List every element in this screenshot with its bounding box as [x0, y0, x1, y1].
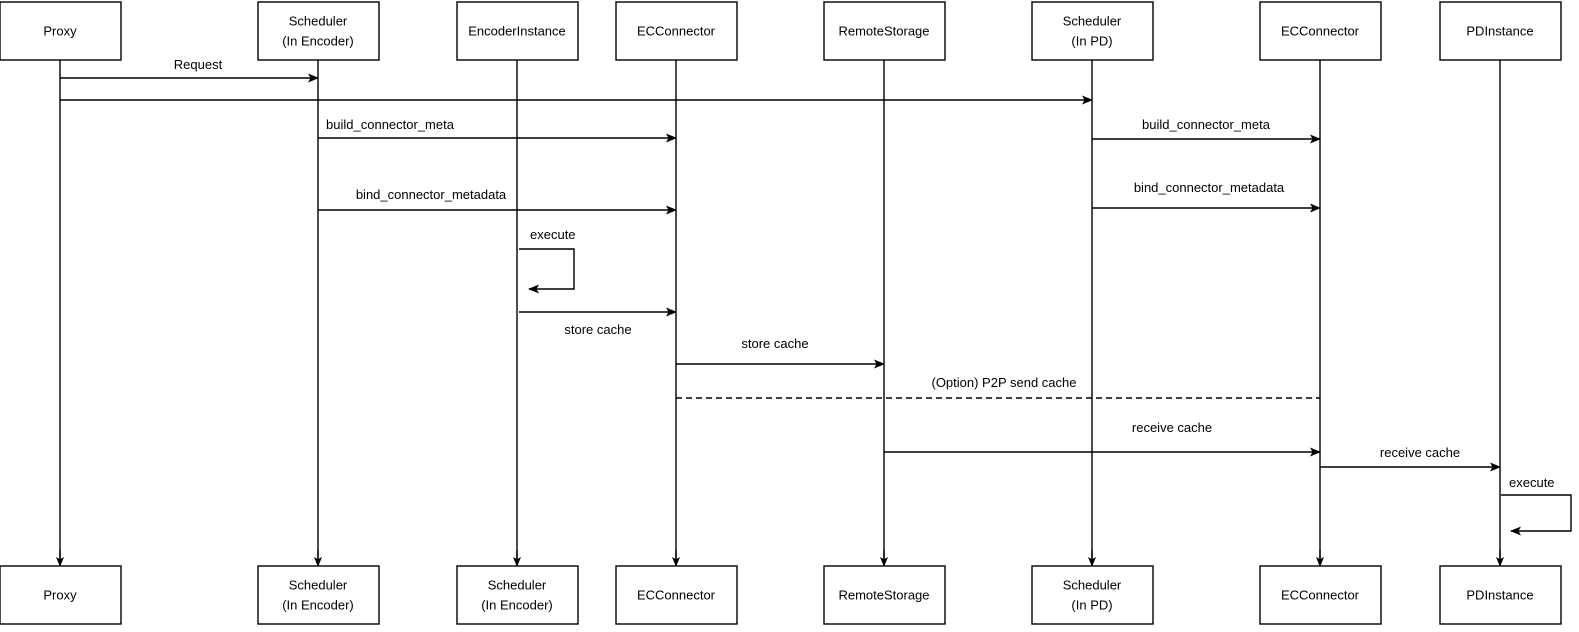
message-label: receive cache [1380, 445, 1460, 460]
participant-label-line1: EncoderInstance [468, 23, 566, 38]
message-m6[interactable]: bind_connector_metadata [1092, 180, 1321, 213]
participant-box [615, 1, 738, 61]
self-message-loop [1501, 494, 1572, 536]
participant-box [1031, 1, 1154, 61]
bottom-participant-sched-enc-b2[interactable]: Scheduler (In Encoder) [456, 565, 579, 625]
participant-box [1439, 1, 1562, 61]
message-m4[interactable]: build_connector_meta [1092, 117, 1321, 144]
participant-box [257, 1, 380, 61]
self-message-label: execute [1509, 475, 1555, 490]
top-participant-sched-enc[interactable]: Scheduler (In Encoder) [257, 1, 380, 61]
participant-label-line1: ECConnector [637, 23, 716, 38]
participant-box [257, 565, 380, 625]
self-messages-group: execute execute [519, 227, 1572, 536]
participant-label-line1: PDInstance [1466, 23, 1533, 38]
top-participant-sched-pd[interactable]: Scheduler (In PD) [1031, 1, 1154, 61]
bottom-participant-ecconn-enc-b[interactable]: ECConnector [615, 565, 738, 625]
bottom-participant-remote-b[interactable]: RemoteStorage [823, 565, 946, 625]
self-message-s1[interactable]: execute [519, 227, 576, 294]
message-label: bind_connector_metadata [356, 187, 507, 202]
message-m5[interactable]: bind_connector_metadata [318, 187, 677, 215]
participant-label-line1: Scheduler [1063, 577, 1122, 592]
bottom-participant-sched-enc-b[interactable]: Scheduler (In Encoder) [257, 565, 380, 625]
participant-label-line1: Scheduler [1063, 13, 1122, 28]
message-m11[interactable]: receive cache [1320, 445, 1501, 472]
self-message-loop [519, 248, 575, 294]
participant-label-line2: (In Encoder) [481, 597, 553, 612]
participant-box [1031, 565, 1154, 625]
participant-box [0, 565, 122, 625]
top-participant-remote[interactable]: RemoteStorage [823, 1, 946, 61]
top-participant-boxes: Proxy Scheduler (In Encoder) EncoderInstanc… [0, 1, 1562, 61]
participant-box [1439, 565, 1562, 625]
top-participant-ecconn-enc[interactable]: ECConnector [615, 1, 738, 61]
message-label: store cache [741, 336, 808, 351]
message-m1[interactable]: Request [60, 57, 319, 83]
participant-label-line2: (In Encoder) [282, 33, 354, 48]
top-participant-proxy[interactable]: Proxy [0, 1, 122, 61]
bottom-participant-boxes: Proxy Scheduler (In Encoder) Scheduler (In E… [0, 565, 1562, 625]
participant-box [1259, 565, 1382, 625]
bottom-participant-pd-inst-b[interactable]: PDInstance [1439, 565, 1562, 625]
participant-label-line1: PDInstance [1466, 587, 1533, 602]
top-participant-encoder-inst[interactable]: EncoderInstance [456, 1, 579, 61]
message-label: build_connector_meta [326, 117, 455, 132]
participant-box [615, 565, 738, 625]
message-m10[interactable]: receive cache [884, 420, 1321, 457]
participant-box [823, 565, 946, 625]
participant-label-line1: Scheduler [289, 577, 348, 592]
self-message-label: execute [530, 227, 576, 242]
bottom-participant-proxy-b[interactable]: Proxy [0, 565, 122, 625]
participant-label-line1: Proxy [43, 23, 77, 38]
lifelines-group [56, 60, 1504, 567]
self-message-s2[interactable]: execute [1501, 475, 1572, 536]
participant-box [1259, 1, 1382, 61]
participant-label-line1: ECConnector [637, 587, 716, 602]
participant-label-line1: RemoteStorage [838, 23, 929, 38]
participant-label-line1: Proxy [43, 587, 77, 602]
message-label: Request [174, 57, 223, 72]
participant-box [456, 1, 579, 61]
messages-group: Request build_connector_meta build_connect… [60, 57, 1501, 472]
participant-label-line2: (In PD) [1071, 597, 1112, 612]
message-label: build_connector_meta [1142, 117, 1271, 132]
top-participant-ecconn-pd[interactable]: ECConnector [1259, 1, 1382, 61]
message-label: bind_connector_metadata [1134, 180, 1285, 195]
message-m8[interactable]: store cache [676, 336, 885, 369]
message-label: receive cache [1132, 420, 1212, 435]
bottom-participant-sched-pd-b[interactable]: Scheduler (In PD) [1031, 565, 1154, 625]
participant-label-line1: Scheduler [488, 577, 547, 592]
participant-label-line1: ECConnector [1281, 587, 1360, 602]
participant-box [823, 1, 946, 61]
bottom-participant-ecconn-pd-b[interactable]: ECConnector [1259, 565, 1382, 625]
message-label: (Option) P2P send cache [931, 375, 1076, 390]
participant-label-line1: RemoteStorage [838, 587, 929, 602]
participant-box [0, 1, 122, 61]
participant-label-line2: (In PD) [1071, 33, 1112, 48]
top-participant-pd-inst[interactable]: PDInstance [1439, 1, 1562, 61]
participant-label-line2: (In Encoder) [282, 597, 354, 612]
message-label: store cache [564, 322, 631, 337]
message-m7[interactable]: store cache [519, 307, 677, 337]
message-m9[interactable]: (Option) P2P send cache [676, 375, 1320, 399]
participant-label-line1: ECConnector [1281, 23, 1360, 38]
participant-box [456, 565, 579, 625]
participant-label-line1: Scheduler [289, 13, 348, 28]
message-m3[interactable]: build_connector_meta [318, 117, 677, 143]
